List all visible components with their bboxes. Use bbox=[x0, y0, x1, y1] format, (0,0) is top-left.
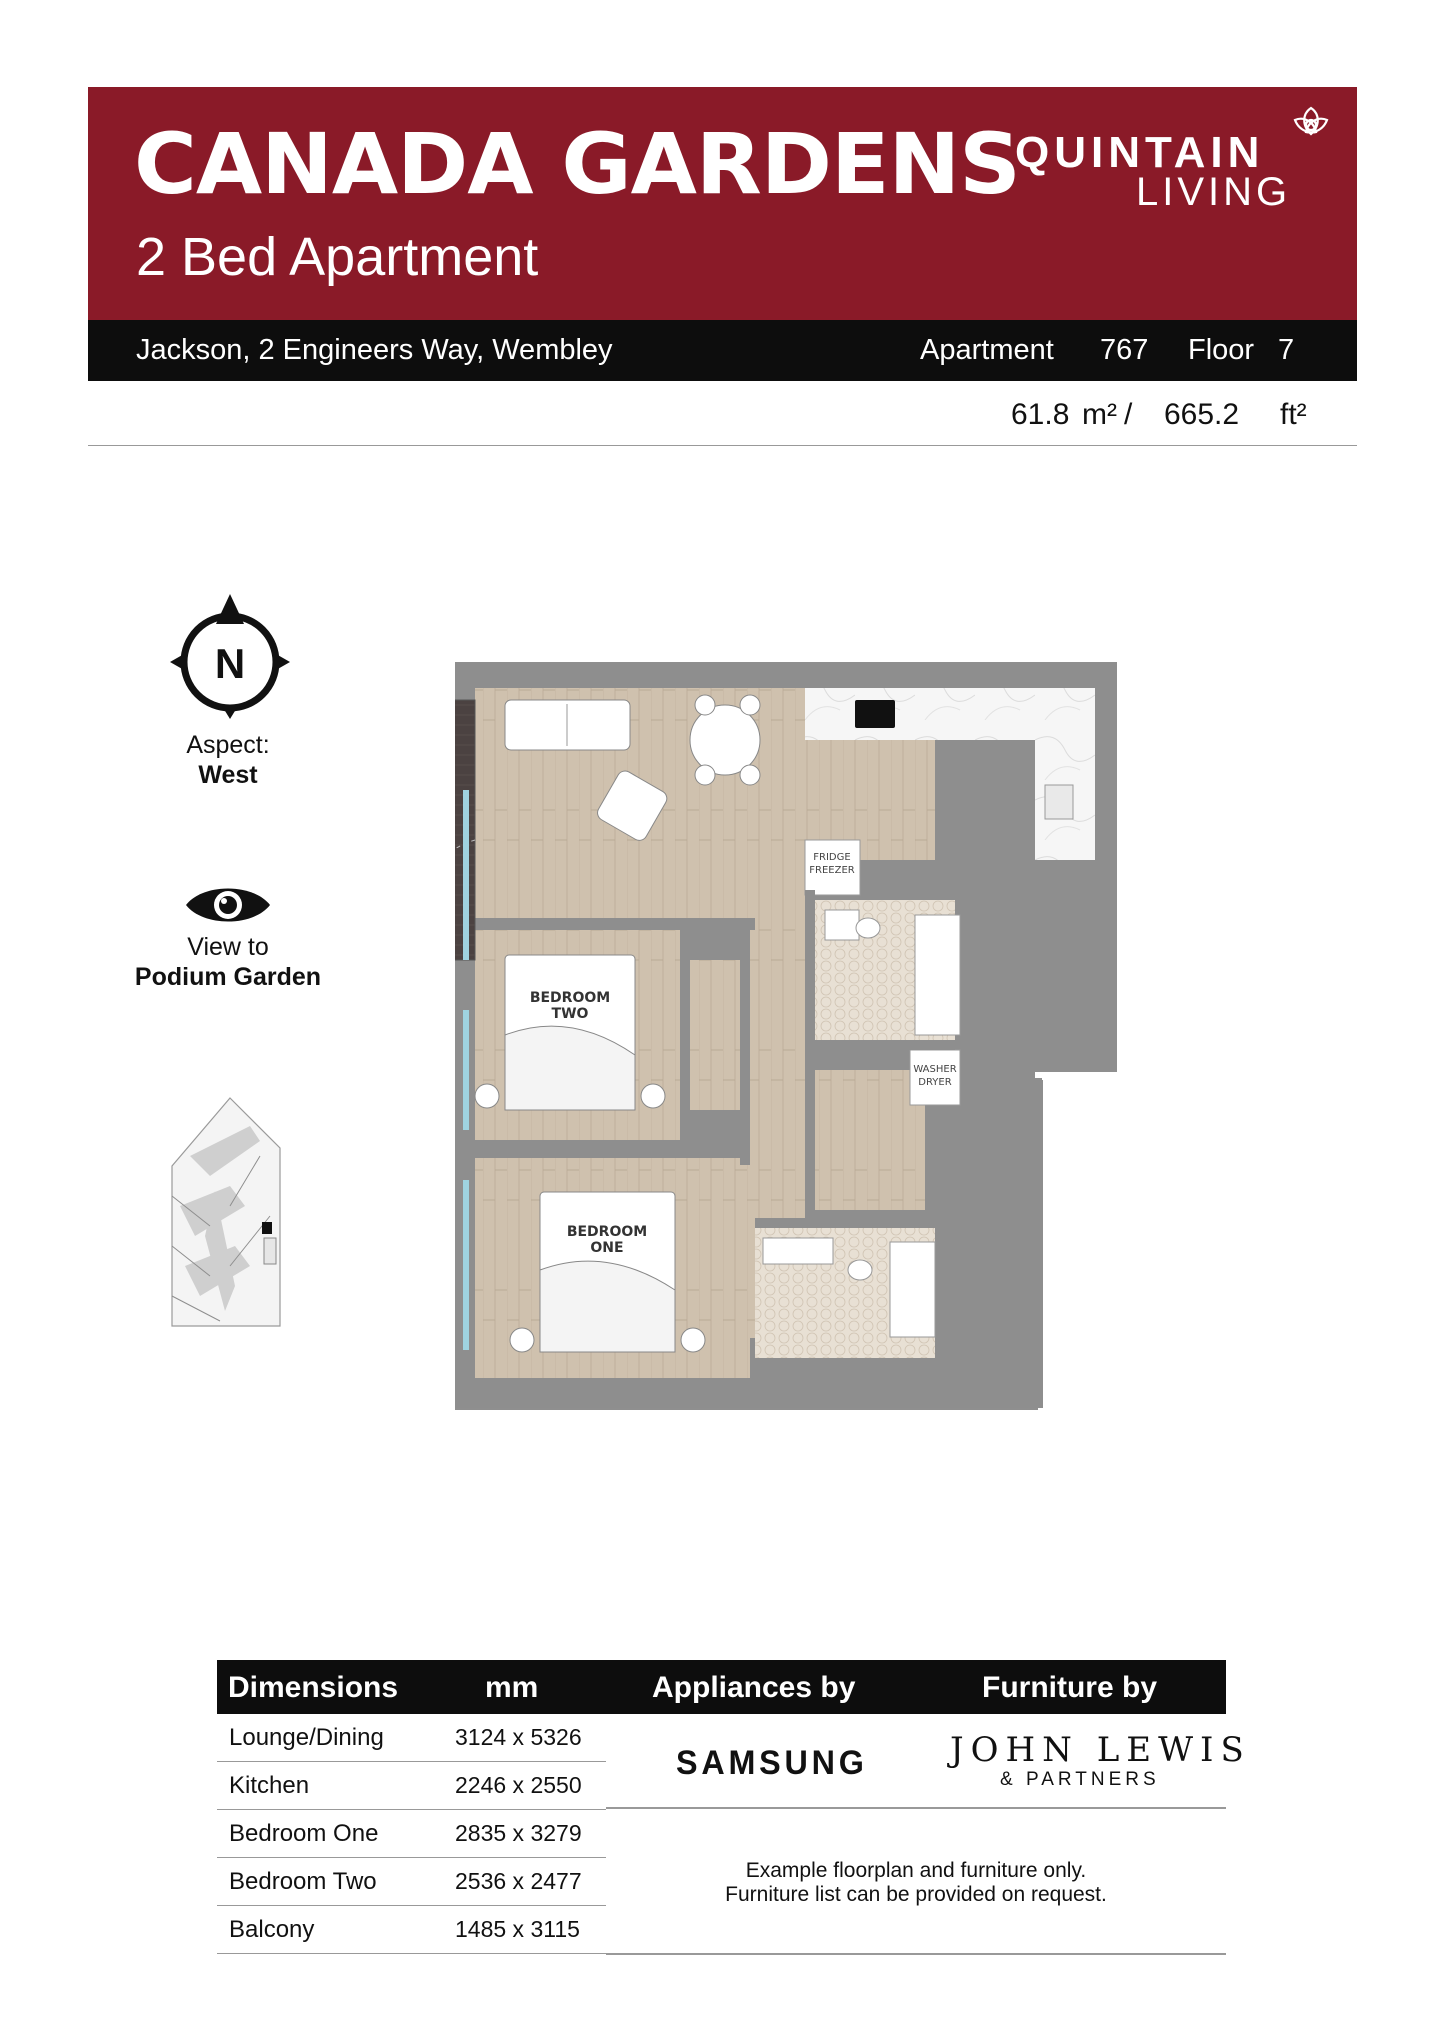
building-key-plan bbox=[171, 1097, 281, 1327]
room-dimension: 2835 x 3279 bbox=[455, 1820, 582, 1846]
header-divider bbox=[88, 445, 1357, 446]
table-header: Dimensions mm Appliances by Furniture by bbox=[217, 1660, 1226, 1714]
washer-label-2: DRYER bbox=[918, 1077, 951, 1088]
area-ft2-unit: ft² bbox=[1280, 398, 1307, 431]
area-m2-unit: m² bbox=[1082, 398, 1117, 431]
table-row: Bedroom One 2835 x 3279 bbox=[217, 1810, 606, 1858]
room-dimension: 2536 x 2477 bbox=[455, 1868, 582, 1894]
room-name: Kitchen bbox=[229, 1772, 310, 1799]
brand-subname: LIVING bbox=[1136, 170, 1292, 214]
address-bar: Jackson, 2 Engineers Way, Wembley Apartm… bbox=[88, 320, 1357, 381]
table-row: Lounge/Dining 3124 x 5326 bbox=[217, 1714, 606, 1762]
john-lewis-logo: JOHN LEWIS bbox=[950, 1730, 1251, 1770]
floorplan: FRIDGE FREEZER WASHER DRYER BEDROOM TWO … bbox=[455, 662, 1117, 1410]
room-dimension: 1485 x 3115 bbox=[455, 1916, 580, 1942]
table-row: Balcony 1485 x 3115 bbox=[217, 1906, 606, 1954]
floor-number: 7 bbox=[1278, 334, 1295, 366]
address: Jackson, 2 Engineers Way, Wembley bbox=[136, 334, 613, 366]
page-title: CANADA GARDENS bbox=[134, 115, 1021, 213]
table-row: Bedroom Two 2536 x 2477 bbox=[217, 1858, 606, 1906]
area-m2: 61.8 bbox=[1011, 398, 1070, 431]
disclaimer-line-2: Furniture list can be provided on reques… bbox=[725, 1883, 1107, 1906]
disclaimer-line-1: Example floorplan and furniture only. bbox=[745, 1859, 1087, 1882]
washer-label-1: WASHER bbox=[913, 1064, 956, 1075]
header-banner bbox=[88, 87, 1357, 320]
floor-label: Floor bbox=[1188, 334, 1255, 366]
view-label: View to bbox=[187, 933, 269, 961]
fridge-label-2: FREEZER bbox=[809, 865, 855, 876]
brand-name: QUINTAIN bbox=[1015, 128, 1265, 177]
table-bottom-rule bbox=[606, 1953, 1226, 1955]
bedroom-two-label-2: TWO bbox=[552, 1006, 589, 1022]
bedroom-one-label-2: ONE bbox=[590, 1240, 623, 1256]
aspect-value: West bbox=[198, 761, 258, 789]
area-separator: / bbox=[1124, 398, 1133, 431]
col-mm: mm bbox=[485, 1671, 539, 1704]
col-appliances: Appliances by bbox=[652, 1671, 856, 1704]
area-ft2: 665.2 bbox=[1164, 398, 1240, 431]
john-lewis-partners: & PARTNERS bbox=[1000, 1769, 1160, 1790]
room-name: Bedroom One bbox=[229, 1820, 379, 1847]
compass-letter: N bbox=[215, 640, 245, 687]
aspect-label: Aspect: bbox=[186, 731, 270, 759]
col-furniture: Furniture by bbox=[982, 1671, 1158, 1704]
room-name: Lounge/Dining bbox=[229, 1724, 384, 1751]
bedroom-two-label-1: BEDROOM bbox=[530, 990, 610, 1006]
room-dimension: 3124 x 5326 bbox=[455, 1724, 582, 1750]
col-dimensions: Dimensions bbox=[228, 1671, 399, 1704]
table-row: Kitchen 2246 x 2550 bbox=[217, 1762, 606, 1810]
view-value: Podium Garden bbox=[134, 963, 322, 991]
compass-icon: N bbox=[170, 594, 290, 719]
room-name: Balcony bbox=[229, 1916, 315, 1943]
page-subtitle: 2 Bed Apartment bbox=[136, 227, 539, 287]
fridge-label-1: FRIDGE bbox=[813, 852, 850, 863]
apartment-label: Apartment bbox=[920, 334, 1054, 366]
samsung-logo: SAMSUNG bbox=[676, 1744, 868, 1782]
room-dimension: 2246 x 2550 bbox=[455, 1772, 582, 1798]
quintain-logo-icon bbox=[1293, 106, 1329, 136]
eye-icon bbox=[186, 888, 270, 922]
bedroom-one-label-1: BEDROOM bbox=[567, 1224, 647, 1240]
room-name: Bedroom Two bbox=[229, 1868, 377, 1895]
brands-divider bbox=[606, 1807, 1226, 1809]
apartment-number: 767 bbox=[1100, 334, 1149, 366]
apartment-marker bbox=[262, 1222, 272, 1234]
